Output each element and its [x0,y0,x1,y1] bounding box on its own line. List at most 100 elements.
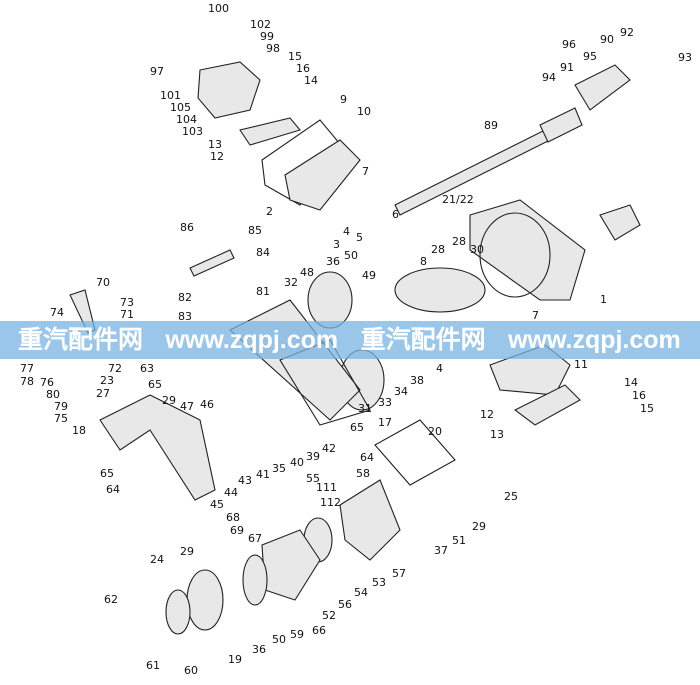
part-label: 52 [322,609,336,622]
part-label: 13 [490,428,504,441]
part-spring-59 [242,554,268,606]
part-label: 81 [256,285,270,298]
part-label: 64 [360,451,374,464]
part-label: 25 [504,490,518,503]
watermark-text-2: 重汽配件网 [360,326,486,354]
part-label: 37 [434,544,448,557]
part-label: 102 [250,18,271,31]
part-label: 29 [162,394,176,407]
part-label: 70 [96,276,110,289]
part-label: 67 [248,532,262,545]
part-label: 31 [358,402,372,415]
part-label: 96 [562,38,576,51]
part-label: 12 [480,408,494,421]
part-label: 94 [542,71,556,84]
part-label: 12 [210,150,224,163]
part-label: 18 [72,424,86,437]
part-label: 100 [208,2,229,15]
part-rod-84 [189,249,235,277]
part-label: 91 [560,61,574,74]
part-label: 10 [357,105,371,118]
part-plate-20 [374,419,456,486]
part-label: 46 [200,398,214,411]
part-label: 95 [583,50,597,63]
part-label: 28 [431,243,445,256]
part-label: 51 [452,534,466,547]
part-label: 15 [640,402,654,415]
part-bracket-18 [99,394,216,501]
part-label: 8 [420,255,427,268]
part-gear-32 [307,271,353,329]
part-housing-57 [339,479,401,561]
part-label: 57 [392,567,406,580]
part-label: 80 [46,388,60,401]
part-label: 56 [338,598,352,611]
part-label: 65 [100,467,114,480]
part-label: 48 [300,266,314,279]
part-label: 103 [182,125,203,138]
part-label: 20 [428,425,442,438]
part-label: 45 [210,498,224,511]
part-label: 101 [160,89,181,102]
part-label: 59 [290,628,304,641]
part-label: 50 [272,633,286,646]
part-label: 90 [600,33,614,46]
part-label: 19 [228,653,242,666]
part-label: 33 [378,396,392,409]
part-label: 41 [256,468,270,481]
part-label: 5 [356,231,363,244]
part-label: 68 [226,511,240,524]
part-label: 6 [392,208,399,221]
part-label: 64 [106,483,120,496]
part-label: 85 [248,224,262,237]
part-label: 44 [224,486,238,499]
part-label: 40 [290,456,304,469]
part-cover-101 [197,61,261,119]
part-label: 54 [354,586,368,599]
part-label: 16 [296,62,310,75]
part-label: 35 [272,462,286,475]
part-label: 66 [312,624,326,637]
part-label: 53 [372,576,386,589]
part-label: 47 [180,400,194,413]
part-label: 98 [266,42,280,55]
part-label: 104 [176,113,197,126]
part-housing-2 [284,139,361,211]
part-plate-13 [239,117,301,146]
part-label: 105 [170,101,191,114]
part-label: 111 [316,481,337,494]
part-label: 77 [20,362,34,375]
part-cap-60 [165,589,191,635]
part-label: 79 [54,400,68,413]
part-label: 72 [108,362,122,375]
part-plate-12 [513,384,581,426]
part-label: 74 [50,306,64,319]
part-ring-1 [479,212,551,298]
part-label: 32 [284,276,298,289]
part-label: 9 [340,93,347,106]
watermark-url-2: www.zqpj.com [508,326,681,354]
part-label: 84 [256,246,270,259]
part-label: 73 [120,296,134,309]
part-label: 36 [252,643,266,656]
part-cover-19 [186,569,224,631]
part-label: 112 [320,496,341,509]
part-label: 29 [472,520,486,533]
part-spline-89 [539,107,583,143]
part-label: 11 [574,358,588,371]
part-bracket [599,204,641,241]
part-labels: 1001029998971011051041031516149101312276… [20,2,692,677]
part-label: 1 [600,293,607,306]
part-label: 24 [150,553,164,566]
part-label: 7 [532,309,539,322]
part-label: 28 [452,235,466,248]
part-label: 4 [436,362,443,375]
part-label: 16 [632,389,646,402]
part-label: 55 [306,472,320,485]
part-label: 15 [288,50,302,63]
part-label: 14 [624,376,638,389]
part-label: 34 [394,385,408,398]
part-label: 38 [410,374,424,387]
part-label: 71 [120,308,134,321]
